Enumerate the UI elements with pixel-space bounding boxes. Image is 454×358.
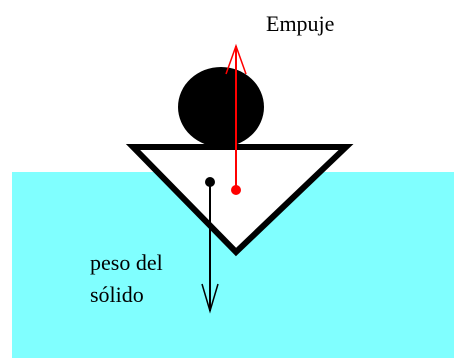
center-of-gravity xyxy=(205,177,215,187)
weight-label-line2: sólido xyxy=(90,282,144,307)
black-ball xyxy=(178,67,264,147)
buoyancy-label: Empuje xyxy=(266,11,334,36)
weight-label-line1: peso del xyxy=(90,250,163,275)
center-of-buoyancy xyxy=(231,185,241,195)
